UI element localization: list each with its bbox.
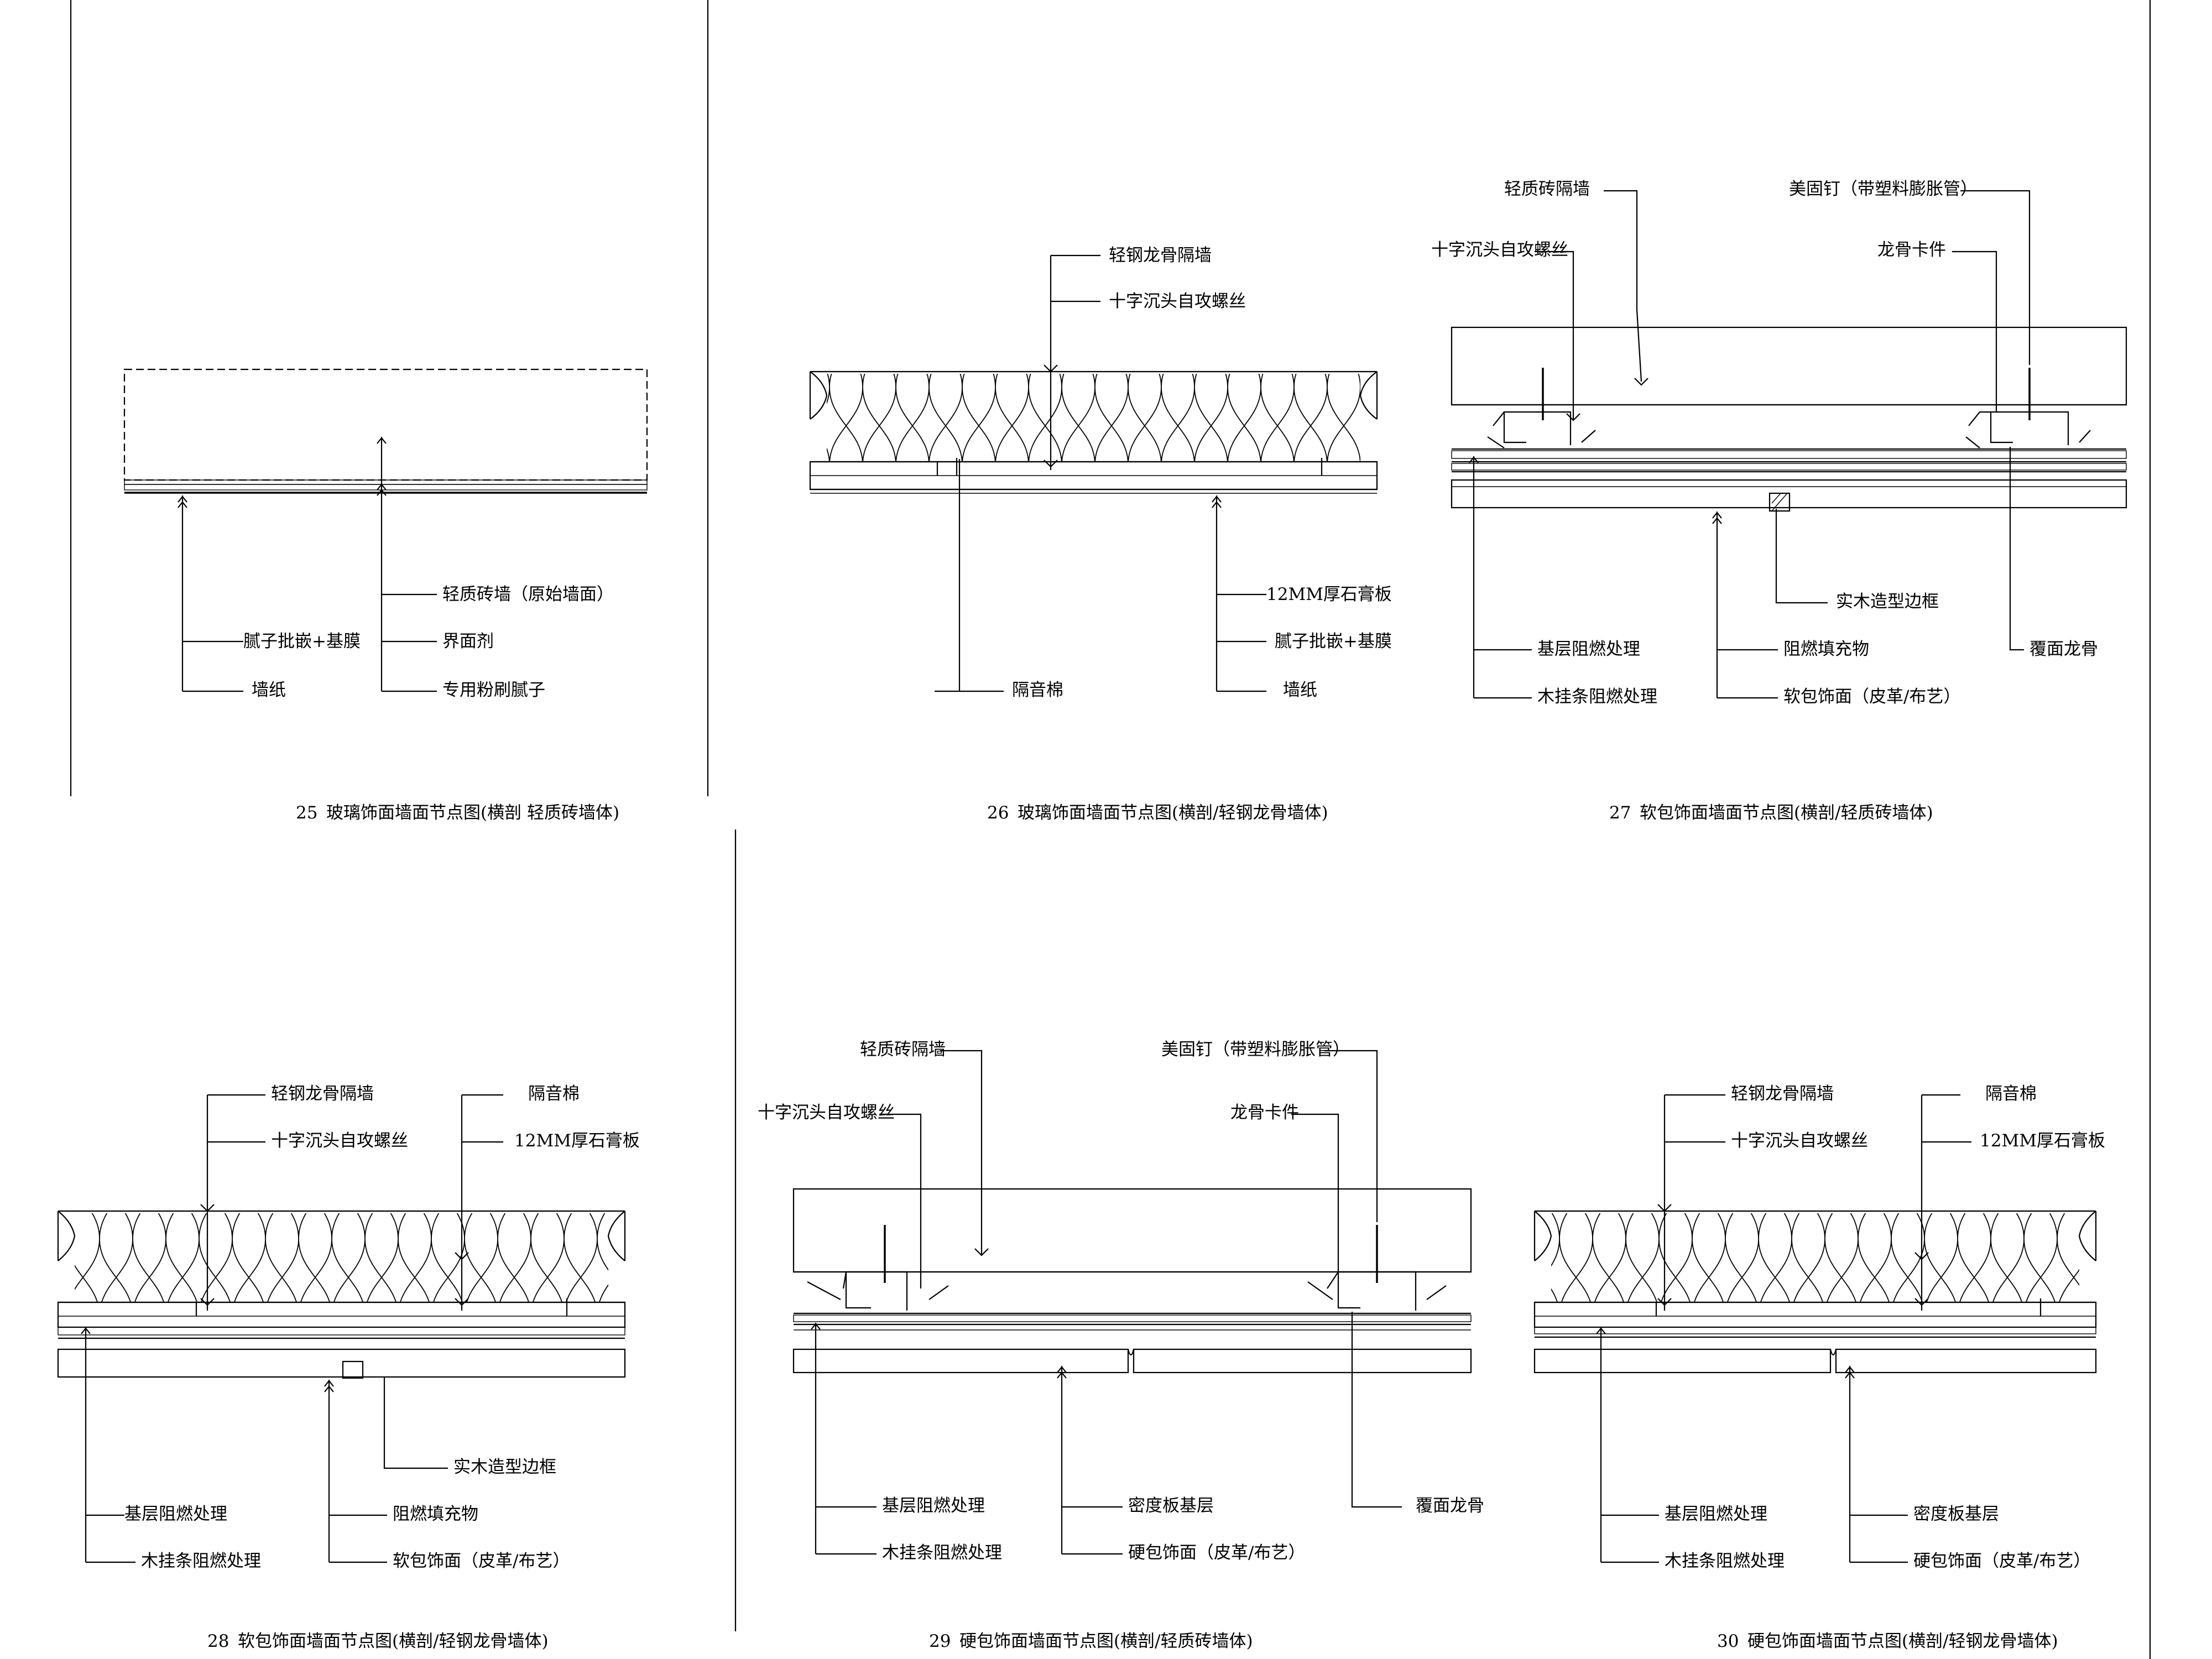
- label-12mm-gypsum-30: 12MM厚石膏板: [1980, 1131, 2105, 1151]
- label-lightweight-brick-partition-29: 轻质砖隔墙: [860, 1040, 946, 1060]
- label-base-fireproof-29: 基层阻燃处理: [882, 1496, 985, 1516]
- label-wood-strip-fireproof: 木挂条阻燃处理: [1537, 687, 1657, 707]
- detail-28: 轻钢龙骨隔墙 十字沉头自攻螺丝 隔音棉 12MM厚石膏板 实木造型边框 基层阻燃…: [57, 1084, 640, 1651]
- label-hard-cover: 硬包饰面（皮革/布艺）: [1128, 1543, 1305, 1563]
- caption-number-30: 30: [1717, 1631, 1739, 1651]
- label-anchor-bolt-29: 美固钉（带塑料膨胀管）: [1161, 1040, 1350, 1060]
- label-wallpaper-26: 墙纸: [1283, 680, 1317, 700]
- label-wood-strip-fireproof-30: 木挂条阻燃处理: [1665, 1551, 1785, 1571]
- caption-number-28: 28: [207, 1631, 229, 1651]
- label-base-fireproof: 基层阻燃处理: [1537, 639, 1640, 659]
- caption-28: 软包饰面墙面节点图(横剖/轻钢龙骨墙体): [238, 1631, 549, 1651]
- label-fireproof-filler-28: 阻燃填充物: [393, 1504, 478, 1524]
- label-lightweight-brick-partition: 轻质砖隔墙: [1504, 179, 1590, 199]
- label-facing-stud-29: 覆面龙骨: [1416, 1496, 1484, 1516]
- detail-26: 轻钢龙骨隔墙 十字沉头自攻螺丝 12MM厚石膏板 腻子批嵌+基膜 隔音棉 墙纸 …: [809, 246, 1392, 823]
- label-putty-basefilm-26: 腻子批嵌+基膜: [1275, 632, 1392, 651]
- label-steel-stud-wall-28: 轻钢龙骨隔墙: [271, 1084, 374, 1104]
- label-steel-stud-wall-30: 轻钢龙骨隔墙: [1731, 1084, 1834, 1104]
- label-acoustic-wool: 隔音棉: [1012, 680, 1063, 700]
- label-acoustic-wool-30: 隔音棉: [1985, 1084, 2037, 1104]
- detail-25: 轻质砖墙（原始墙面） 腻子批嵌+基膜 界面剂 墙纸 专用粉刷腻子 25 玻璃饰面…: [123, 368, 648, 823]
- label-interface-agent: 界面剂: [442, 632, 494, 651]
- label-soft-cover-28: 软包饰面（皮革/布艺）: [393, 1551, 570, 1571]
- label-plaster-putty: 专用粉刷腻子: [442, 680, 545, 700]
- caption-number-29: 29: [929, 1631, 951, 1651]
- label-stud-clip: 龙骨卡件: [1877, 240, 1946, 260]
- label-countersunk-screw-27: 十字沉头自攻螺丝: [1431, 240, 1568, 260]
- label-lightweight-brick-original: 轻质砖墙（原始墙面）: [442, 585, 614, 604]
- caption-29: 硬包饰面墙面节点图(横剖/轻质砖墙体): [959, 1631, 1253, 1651]
- sheet-frame: [70, 0, 2151, 1659]
- label-base-fireproof-28: 基层阻燃处理: [124, 1504, 227, 1524]
- label-solidwood-frame-28: 实木造型边框: [453, 1457, 556, 1477]
- label-wood-strip-fireproof-29: 木挂条阻燃处理: [882, 1543, 1002, 1563]
- label-steel-stud-wall: 轻钢龙骨隔墙: [1109, 246, 1212, 265]
- caption-25: 玻璃饰面墙面节点图(横剖 轻质砖墙体): [326, 803, 619, 823]
- detail-30: 轻钢龙骨隔墙 十字沉头自攻螺丝 隔音棉 12MM厚石膏板 基层阻燃处理 木挂条阻…: [1533, 1084, 2105, 1651]
- label-putty-basefilm: 腻子批嵌+基膜: [243, 632, 361, 651]
- label-anchor-bolt: 美固钉（带塑料膨胀管）: [1789, 179, 1978, 199]
- label-facing-stud: 覆面龙骨: [2030, 639, 2098, 659]
- caption-number-26: 26: [987, 803, 1009, 823]
- caption-number-25: 25: [296, 803, 317, 823]
- caption-30: 硬包饰面墙面节点图(横剖/轻钢龙骨墙体): [1747, 1631, 2058, 1651]
- label-wallpaper: 墙纸: [252, 680, 286, 700]
- caption-26: 玻璃饰面墙面节点图(横剖/轻钢龙骨墙体): [1018, 803, 1328, 823]
- label-base-fireproof-30: 基层阻燃处理: [1665, 1504, 1767, 1524]
- label-solidwood-frame: 实木造型边框: [1836, 592, 1939, 612]
- label-countersunk-screw-30: 十字沉头自攻螺丝: [1731, 1131, 1868, 1151]
- caption-number-27: 27: [1609, 803, 1631, 823]
- caption-27: 软包饰面墙面节点图(横剖/轻质砖墙体): [1640, 803, 1933, 823]
- detail-29: 轻质砖隔墙 美固钉（带塑料膨胀管） 十字沉头自攻螺丝 龙骨卡件 基层阻燃处理 木…: [758, 1040, 1484, 1651]
- label-countersunk-screw: 十字沉头自攻螺丝: [1109, 291, 1246, 311]
- label-stud-clip-29: 龙骨卡件: [1230, 1103, 1299, 1123]
- label-acoustic-wool-28: 隔音棉: [528, 1084, 580, 1104]
- label-wood-strip-fireproof-28: 木挂条阻燃处理: [141, 1551, 261, 1571]
- label-12mm-gypsum-28: 12MM厚石膏板: [514, 1131, 640, 1151]
- label-mdf-base-30: 密度板基层: [1913, 1504, 1999, 1524]
- label-soft-cover: 软包饰面（皮革/布艺）: [1783, 687, 1960, 707]
- label-fireproof-filler: 阻燃填充物: [1783, 639, 1869, 659]
- label-hard-cover-30: 硬包饰面（皮革/布艺）: [1913, 1551, 2090, 1571]
- label-countersunk-screw-29: 十字沉头自攻螺丝: [758, 1103, 895, 1123]
- label-12mm-gypsum: 12MM厚石膏板: [1266, 585, 1392, 604]
- label-mdf-base: 密度板基层: [1128, 1496, 1214, 1516]
- label-countersunk-screw-28: 十字沉头自攻螺丝: [271, 1131, 408, 1151]
- detail-27: 轻质砖隔墙 美固钉（带塑料膨胀管） 十字沉头自攻螺丝 龙骨卡件 实木造型边框 基…: [1431, 179, 2127, 823]
